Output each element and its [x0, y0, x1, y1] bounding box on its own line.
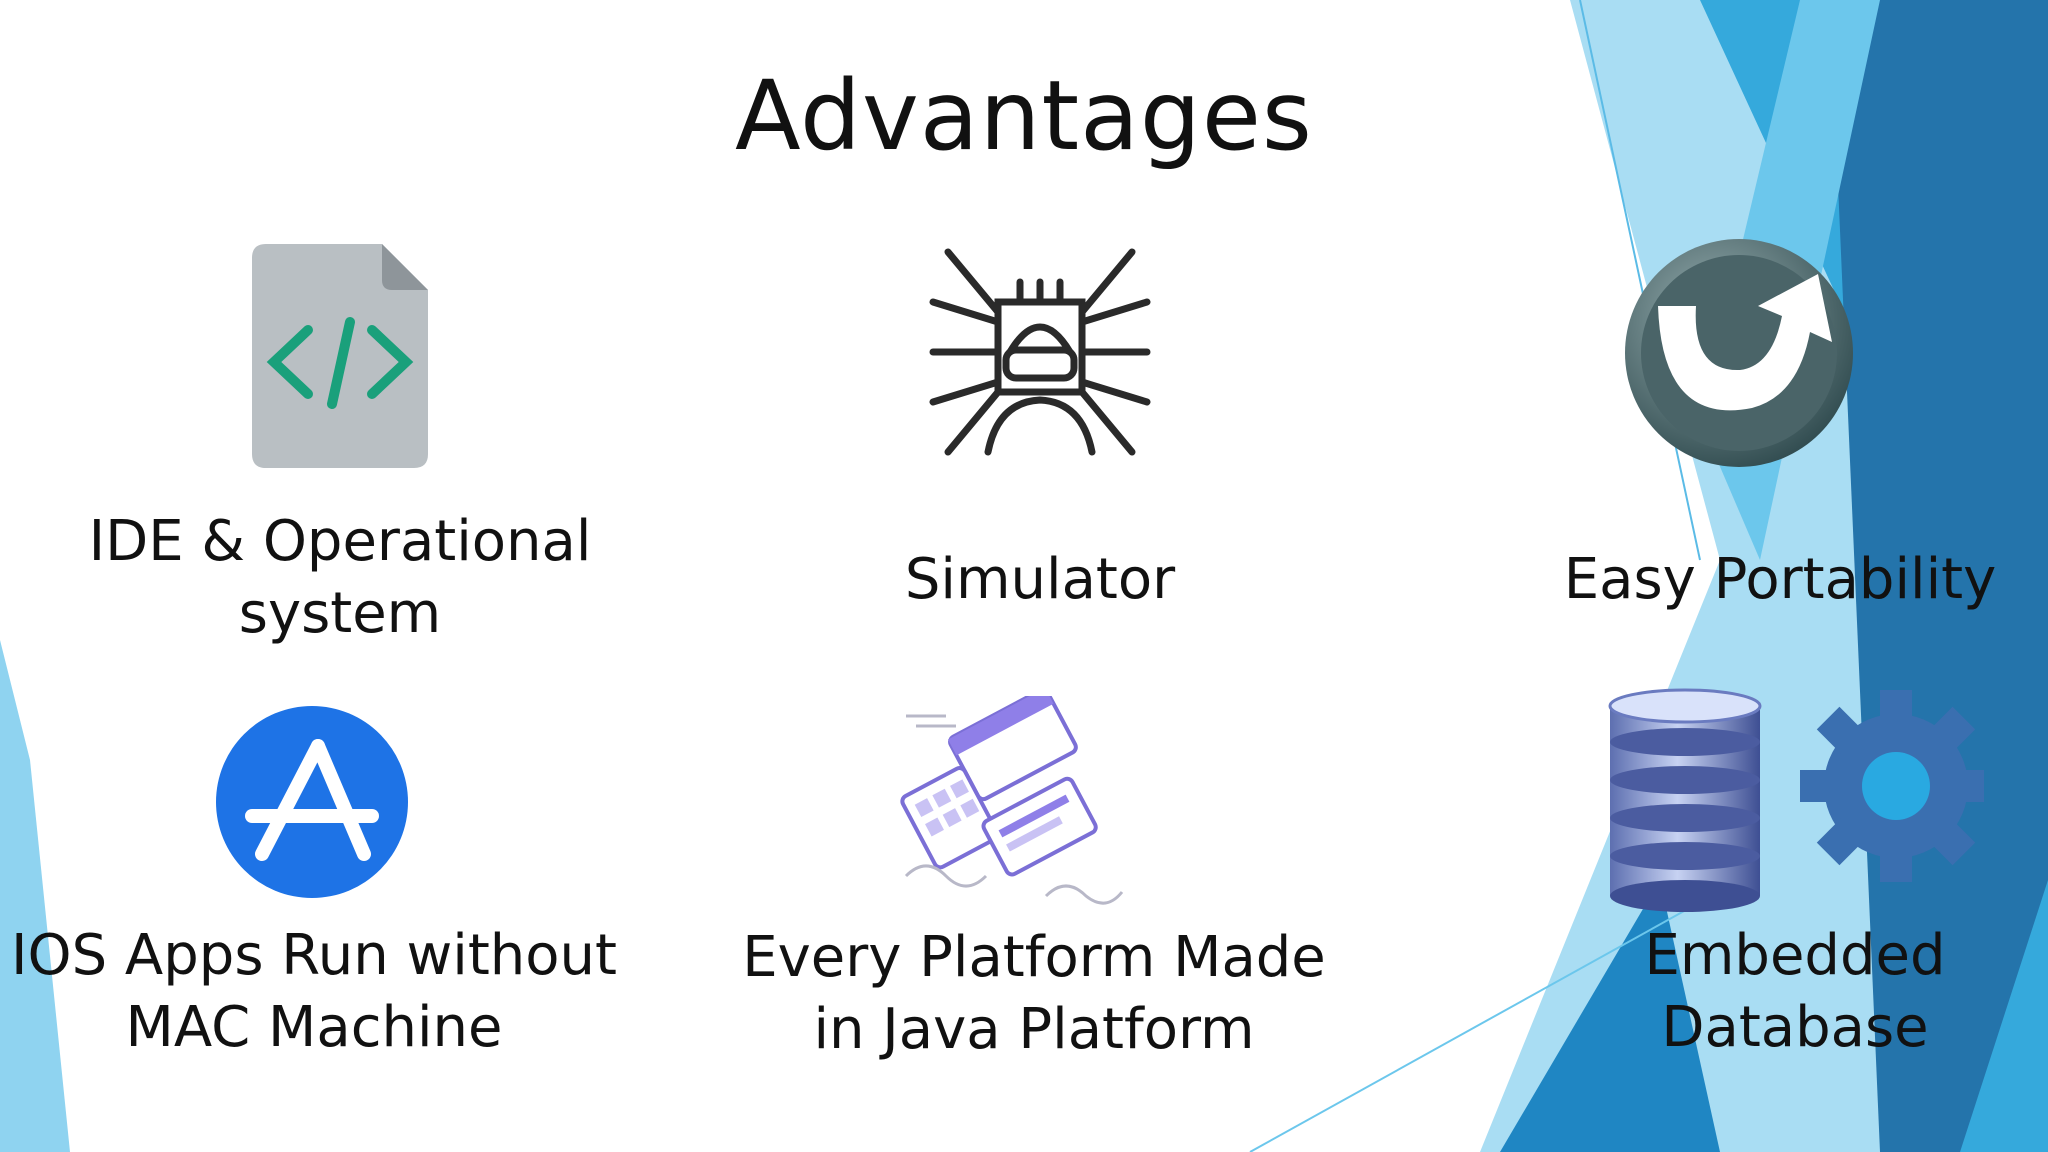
code-file-icon: [252, 244, 428, 468]
item-simulator-line1: Simulator: [904, 547, 1176, 612]
app-store-icon: [216, 706, 408, 898]
portability-arrow-icon: [1625, 239, 1853, 467]
item-portability-label: Easy Portability: [1560, 544, 2000, 616]
bg-bottom-right: [1500, 880, 1720, 1152]
item-database-line2: Database: [1661, 995, 1929, 1060]
item-platform-line1: Every Platform Made: [742, 925, 1326, 990]
item-ios-line1: IOS Apps Run without: [10, 923, 618, 988]
database-gear-icon: [1608, 688, 1984, 912]
item-ide-label: IDE & Operational system: [60, 506, 620, 650]
item-ios-line2: MAC Machine: [125, 995, 503, 1060]
item-database-label: Embedded Database: [1600, 920, 1990, 1064]
slide-title: Advantages: [735, 60, 1313, 172]
item-database-line1: Embedded: [1644, 923, 1946, 988]
item-ide-line2: system: [238, 581, 442, 646]
item-platform-label: Every Platform Made in Java Platform: [724, 922, 1344, 1066]
item-simulator-label: Simulator: [760, 544, 1320, 616]
vr-simulator-icon: [929, 248, 1151, 456]
item-platform-line2: in Java Platform: [813, 997, 1255, 1062]
multi-platform-icon: [900, 696, 1124, 905]
item-portability-line1: Easy Portability: [1563, 547, 1997, 612]
bg-line-1: [1579, 0, 1701, 561]
item-ide-line1: IDE & Operational: [88, 509, 592, 574]
bg-line-2: [1249, 879, 1741, 1152]
bg-left-shape: [0, 640, 70, 1152]
item-ios-label: IOS Apps Run without MAC Machine: [4, 920, 624, 1064]
